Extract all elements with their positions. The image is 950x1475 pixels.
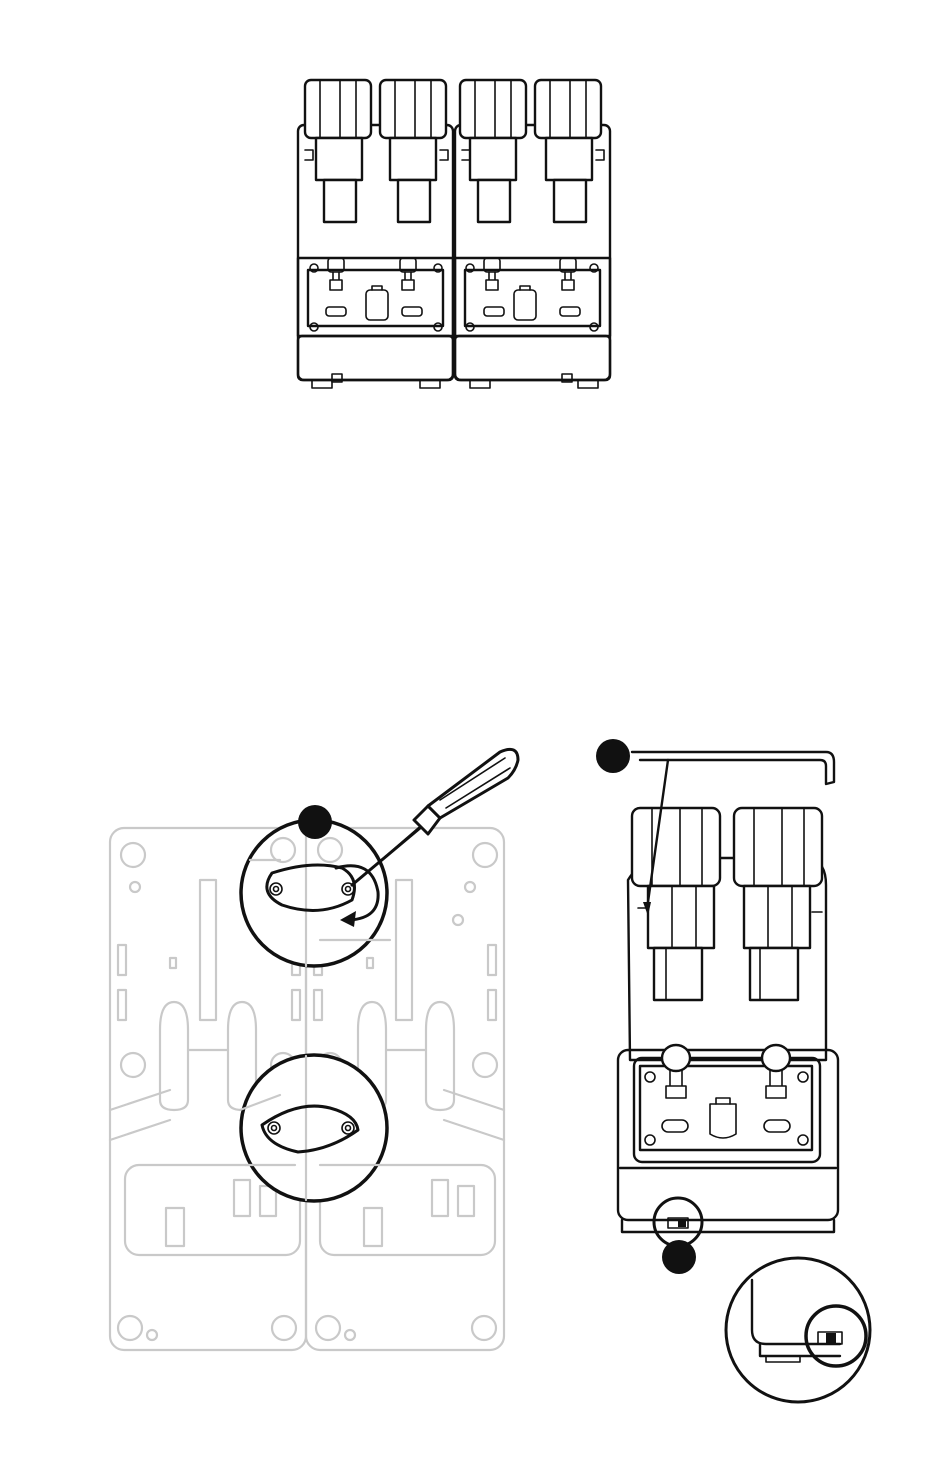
switch-detail-icon (726, 1258, 870, 1402)
joiner-plate-unscrew-callout (241, 820, 390, 966)
step-marker-3 (662, 1240, 696, 1274)
joiner-plate-installed-callout (240, 1055, 387, 1201)
step-marker-2 (596, 739, 630, 773)
dual-throttle-quadrant-icon (298, 80, 610, 388)
step-marker-1 (298, 805, 332, 839)
